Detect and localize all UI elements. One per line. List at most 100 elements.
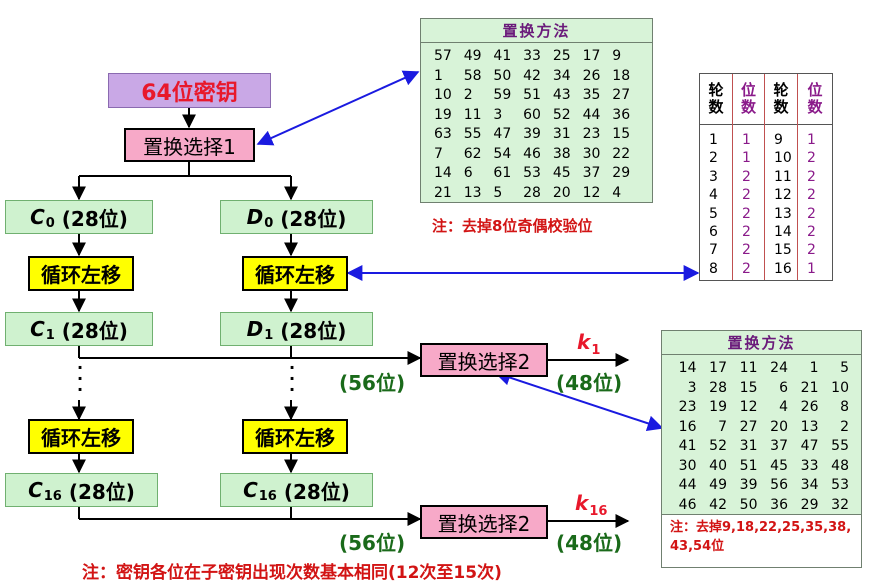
pc1-cell: 19 xyxy=(434,106,452,123)
pc1-cell: 1 xyxy=(434,67,443,84)
k16-letter: k xyxy=(575,491,589,515)
pc1-box: 置换选择1 xyxy=(124,128,255,162)
header-char: 位 xyxy=(740,81,756,99)
pc2-cell: 47 xyxy=(800,438,819,454)
pc2-cell: 21 xyxy=(800,379,819,396)
shift-bits-value: 2 xyxy=(742,242,751,259)
pc2-cell: 36 xyxy=(770,496,788,513)
shift-bits-value: 1 xyxy=(742,150,751,167)
round-value: 4 xyxy=(709,187,718,204)
shift-bits-value: 2 xyxy=(742,260,751,277)
pc1-cell: 21 xyxy=(434,184,452,201)
pc1-cell: 27 xyxy=(612,87,631,103)
round-header-a: 轮数 xyxy=(700,74,732,125)
pc1-cell: 5 xyxy=(493,184,503,201)
pc1-cell: 18 xyxy=(612,67,631,84)
round-value: 12 xyxy=(774,187,792,204)
pc2-cell: 8 xyxy=(840,399,849,415)
shift-box-c-16: 循环左移 xyxy=(28,419,134,454)
pc1-cell: 45 xyxy=(552,165,571,181)
pc1-cell: 31 xyxy=(552,126,571,142)
pc1-label: 置换选择1 xyxy=(143,134,236,159)
pc1-cell: 3 xyxy=(493,106,503,123)
pc1-cell: 17 xyxy=(582,48,601,64)
pc1-cell: 36 xyxy=(612,106,631,123)
shift-box-d-1: 循环左移 xyxy=(242,256,348,291)
pc2-cell: 1 xyxy=(809,360,819,376)
header-char: 轮 xyxy=(773,81,789,99)
pc2-cell: 10 xyxy=(831,379,849,396)
shift-bits-value: 2 xyxy=(742,205,751,222)
pc2-cell: 14 xyxy=(678,360,697,376)
c0-size: (28位) xyxy=(61,206,128,231)
pc1-cell: 29 xyxy=(612,165,631,181)
pc2-cell: 39 xyxy=(739,477,758,493)
bits56-label-1: (56位) xyxy=(339,371,406,395)
pc2-cell: 41 xyxy=(678,438,697,454)
key-64bit-label: 64位密钥 xyxy=(141,80,238,106)
d0-letter: D xyxy=(246,205,264,229)
pc2-cell: 30 xyxy=(678,457,697,474)
pc2-cell: 4 xyxy=(779,399,788,415)
d16-size: (28位) xyxy=(283,479,350,504)
shift-bits-value: 2 xyxy=(807,205,816,222)
round-value: 3 xyxy=(709,168,718,185)
d16-letter: C xyxy=(243,478,258,502)
shift-bits-value: 2 xyxy=(807,242,816,259)
shift-box-c-1: 循环左移 xyxy=(28,256,134,291)
header-char: 数 xyxy=(773,98,789,116)
pc2-cell: 3 xyxy=(687,379,697,396)
round-value: 13 xyxy=(774,205,792,222)
header-char: 轮 xyxy=(708,81,724,99)
pc2-cell: 15 xyxy=(739,379,758,396)
pc2-cell: 28 xyxy=(709,379,727,396)
pc1-cell: 46 xyxy=(523,145,541,162)
pc1-cell: 54 xyxy=(493,145,512,162)
c1-sub: 1 xyxy=(45,327,55,343)
ellipsis-dots-c: · · · xyxy=(76,358,84,399)
pc2-label: 置换选择2 xyxy=(437,349,531,374)
pc2-cell: 48 xyxy=(831,457,849,474)
pc2-cell: 23 xyxy=(678,399,697,415)
pc1-cell: 61 xyxy=(493,165,512,181)
round-value: 11 xyxy=(774,168,792,185)
pc2-cell: 32 xyxy=(831,496,849,513)
d1-sub: 1 xyxy=(264,327,274,343)
d0-size: (28位) xyxy=(280,206,347,231)
shift-label: 循环左移 xyxy=(255,426,335,450)
pc1-cell: 37 xyxy=(582,165,601,181)
pc2-cell: 2 xyxy=(840,418,849,435)
pc1-cell: 22 xyxy=(612,145,631,162)
round-value: 5 xyxy=(709,205,718,222)
pc2-cell: 19 xyxy=(709,399,727,415)
pc1-cell: 43 xyxy=(552,87,571,103)
shift-bits-value: 1 xyxy=(807,132,816,148)
pc2-cell: 27 xyxy=(739,418,758,435)
round-value: 15 xyxy=(774,242,792,259)
header-char: 数 xyxy=(740,98,756,116)
pc1-cell: 10 xyxy=(434,87,452,103)
k1-sub: 1 xyxy=(591,343,601,358)
pc1-cell: 14 xyxy=(434,165,452,181)
pc1-cell: 15 xyxy=(612,126,631,142)
d1-letter: D xyxy=(246,317,264,341)
pc2-cell: 52 xyxy=(709,438,727,454)
pc2-cell: 51 xyxy=(739,457,758,474)
header-char: 数 xyxy=(807,98,823,116)
pc2-table-title: 置换方法 xyxy=(662,331,861,355)
pc2-cell: 13 xyxy=(800,418,819,435)
k16-sub: 16 xyxy=(589,504,608,519)
key-64bit-box: 64位密钥 xyxy=(108,73,271,108)
shift-bits-value: 2 xyxy=(807,150,816,167)
pc1-cell: 7 xyxy=(434,145,443,162)
shift-bits-value: 2 xyxy=(807,168,816,185)
pc1-cell: 42 xyxy=(523,67,541,84)
pc2-cell: 24 xyxy=(770,360,788,376)
